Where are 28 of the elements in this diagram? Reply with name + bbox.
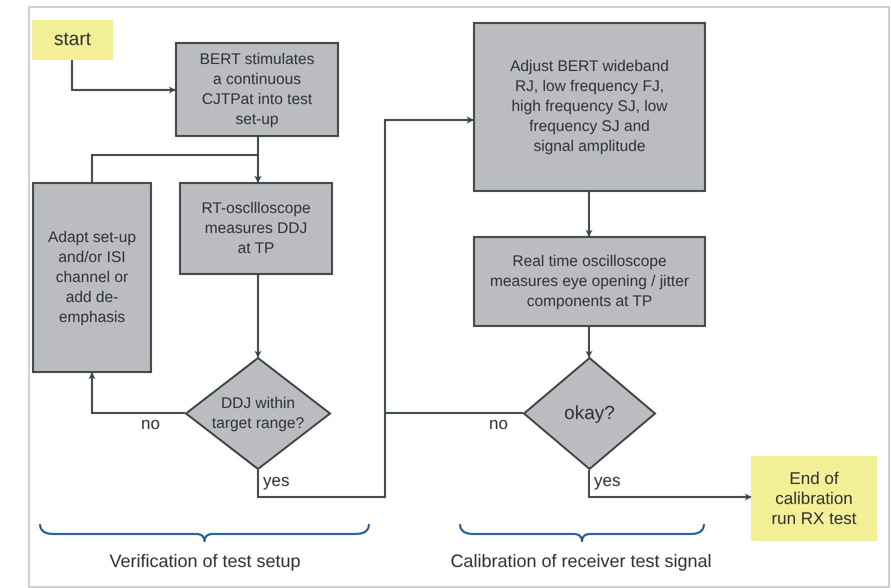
node-text: End of calibration run RX test (770, 468, 858, 528)
process-box (473, 22, 706, 192)
node-text: RT-oscllloscope measures DDJ at TP (200, 198, 312, 258)
arrow (254, 275, 262, 358)
decision-diamond (523, 357, 656, 470)
node-text: BERT stimulates a continuous CJTPat into test set-up (198, 50, 316, 130)
process-box (473, 236, 706, 327)
arrow (588, 470, 752, 500)
arrow (586, 327, 592, 358)
process-box (175, 42, 339, 137)
arrow (586, 192, 592, 237)
node-text: Adapt set-up and/or ISI channel or add de-emphasis (47, 228, 137, 328)
arrow (88, 372, 185, 414)
bracket-caption: Calibration of receiver test signal (450, 551, 712, 572)
node-text: Adjust BERT wideband RJ, low frequency FJ, high frequency SJ, low frequency SJ and signal amplitude (509, 57, 670, 157)
terminal-box (751, 456, 877, 541)
terminal-box (32, 20, 113, 60)
decision-diamond (185, 357, 331, 470)
node-text: okay? (563, 404, 616, 424)
arrow (91, 154, 262, 183)
node-text: start (54, 30, 91, 50)
process-box (179, 182, 333, 275)
arrow (71, 60, 176, 94)
node-text: DDJ within target range? (210, 394, 306, 434)
bracket-caption: Verification of test setup (109, 551, 301, 572)
arrow (384, 116, 523, 414)
process-box (32, 182, 152, 373)
node-text: Real time oscilloscope measures eye opening / jitter components at TP (489, 252, 690, 312)
